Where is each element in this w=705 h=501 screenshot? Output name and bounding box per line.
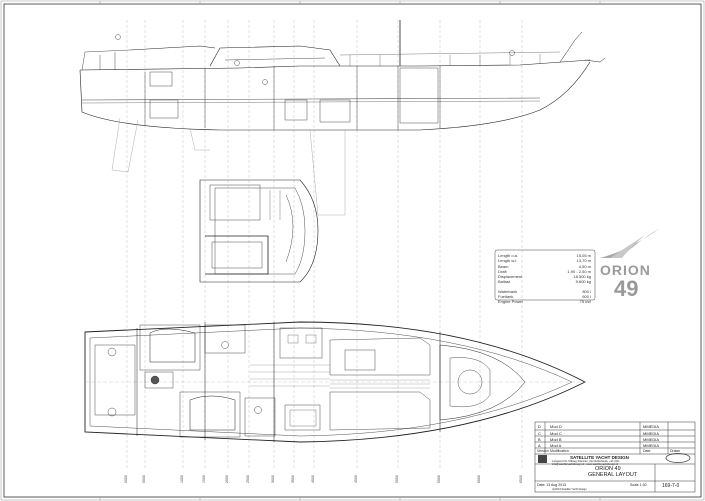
- revision-header-drawn: Drawn: [670, 449, 681, 453]
- frame-label: 1500: [202, 475, 206, 483]
- frame-lines: [126, 20, 523, 470]
- company-name: SATELLITE YACHT DESIGN: [570, 455, 629, 460]
- project-name: ORION 49: [595, 466, 621, 472]
- logo-wordmark: ORION: [600, 262, 651, 278]
- revision-desc: Mod C: [550, 431, 562, 436]
- title-block: [534, 421, 696, 493]
- frame-label: 5500: [437, 475, 441, 483]
- frame-label: 3500: [291, 475, 295, 483]
- frame-label: 0000: [124, 475, 128, 483]
- revision-code: B: [538, 437, 541, 442]
- frame-label: 5000: [395, 475, 399, 483]
- revision-by: MMEDIA: [643, 443, 659, 448]
- logo-sail-icon: [600, 228, 660, 258]
- border-ticks: [99, 1, 601, 500]
- copyright: (c)2013 Satellite Yacht Design: [552, 488, 587, 491]
- spec-box: [494, 249, 596, 301]
- revision-code: C: [538, 431, 541, 436]
- frame-label: 6500: [519, 475, 523, 483]
- frame-label: 6000: [477, 475, 481, 483]
- sheet-border: [3, 3, 702, 498]
- frame-label: 4000: [311, 475, 315, 483]
- spec-row: Length w.l.13,70 m: [498, 258, 591, 264]
- frame-label: 4500: [354, 475, 358, 483]
- company-address: Langwerd 31, Dillweg Stavoren, the Nethe…: [552, 460, 621, 463]
- frame-label: 3000: [271, 475, 275, 483]
- drawing-date: Date: 13 Aug 2013: [537, 483, 566, 487]
- cockpit-view: [199, 179, 319, 283]
- revision-desc: Mod A: [550, 443, 562, 448]
- revision-header-date: Date: [643, 449, 651, 453]
- revision-code: D: [538, 424, 541, 429]
- frame-label: 1000: [180, 475, 184, 483]
- spec-row: Length o.a.15,05 m: [498, 253, 591, 258]
- company-contact: info@satelliteyachtdesign.nl - www.satel…: [552, 463, 619, 466]
- logo-number: 49: [614, 276, 639, 301]
- revision-by: MMEDIA: [643, 431, 659, 436]
- drawing-number: 169-7-0: [662, 483, 680, 489]
- spec-table: Length o.a.15,05 m Length w.l.13,70 m Be…: [498, 253, 591, 305]
- profile-view: [79, 20, 606, 216]
- plan-view: [84, 321, 586, 443]
- frame-label: 2500: [246, 475, 250, 483]
- revision-code: A: [538, 443, 541, 448]
- frame-label: 0500: [142, 475, 146, 483]
- revision-by: MMEDIA: [643, 437, 659, 442]
- revision-desc: Mod B: [550, 437, 562, 442]
- revision-header-version: Version: [537, 449, 549, 453]
- revision-by: MMEDIA: [643, 424, 659, 429]
- qr-code-icon: [538, 455, 547, 463]
- frame-label: 2000: [225, 475, 229, 483]
- syd-logo-icon: [665, 453, 691, 463]
- drawing-title: GENERAL LAYOUT: [588, 472, 638, 478]
- revision-header-modification: Modification: [550, 449, 569, 453]
- drawing-scale: Scale 1:30: [630, 483, 647, 487]
- revision-desc: Mod D: [550, 424, 562, 429]
